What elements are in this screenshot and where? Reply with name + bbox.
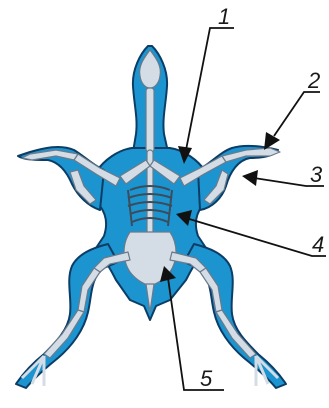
label-2: 2 — [307, 68, 320, 93]
label-1: 1 — [218, 4, 230, 29]
leader-1 — [186, 28, 234, 150]
label-5: 5 — [200, 366, 213, 391]
neck-vertebrae — [146, 88, 154, 152]
arrowhead-2 — [264, 132, 280, 150]
label-3: 3 — [310, 162, 323, 187]
leader-2 — [274, 92, 320, 136]
label-4: 4 — [312, 232, 324, 257]
arrowhead-3 — [242, 170, 258, 186]
